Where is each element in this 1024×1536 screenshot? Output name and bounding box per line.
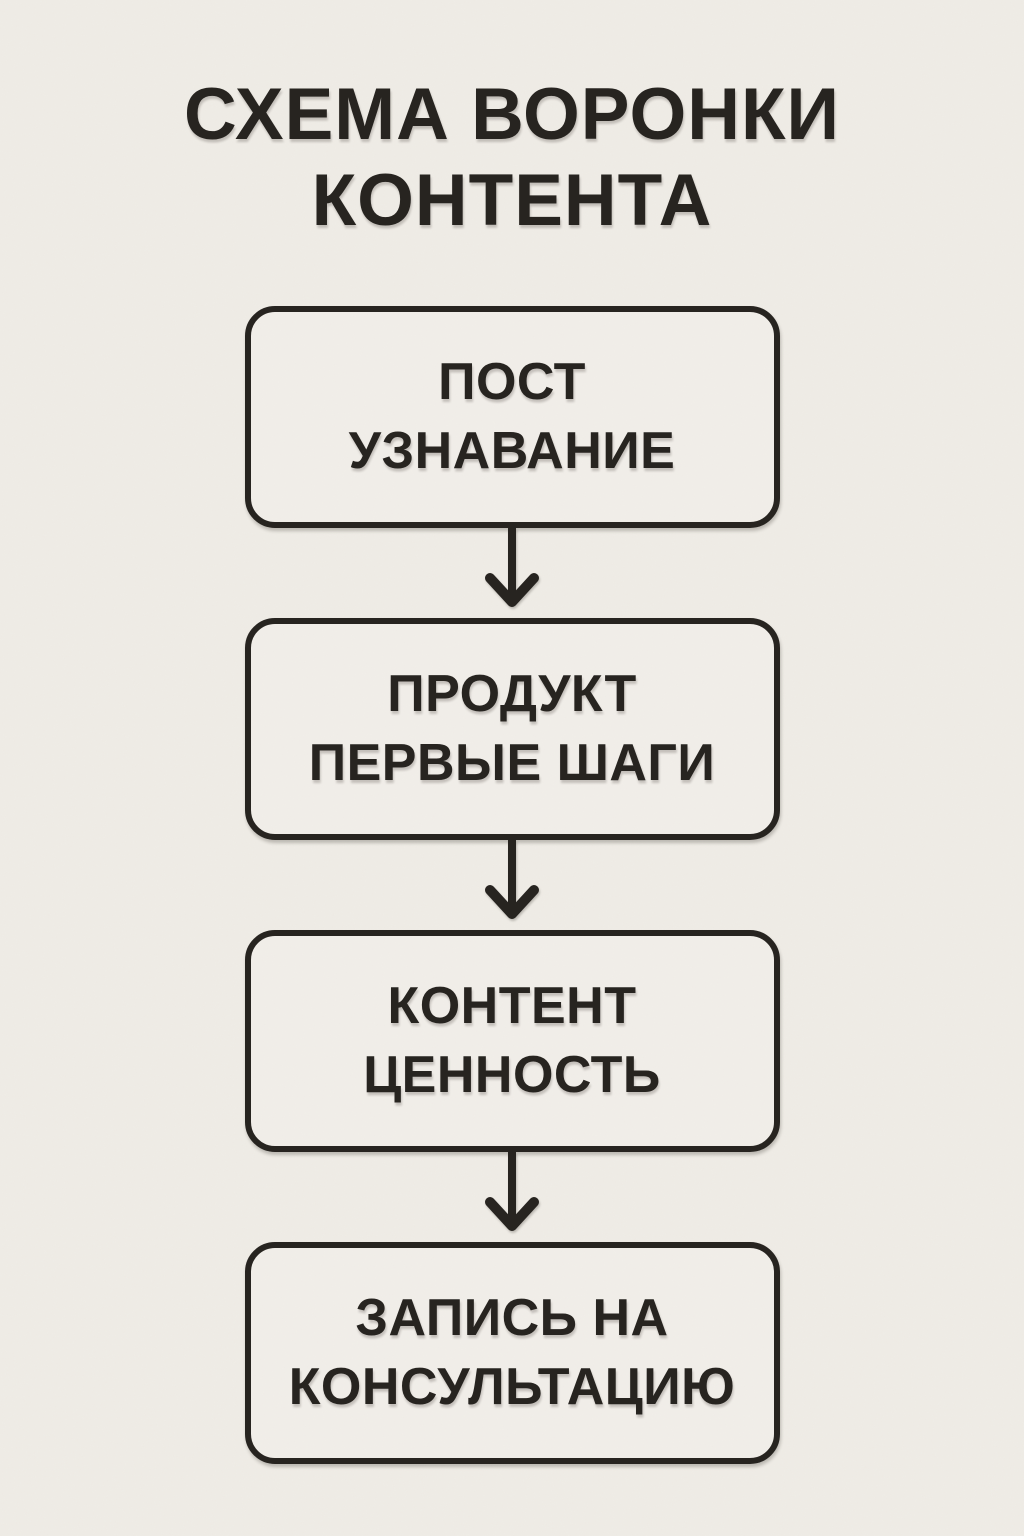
- node-label: ЦЕННОСТЬ: [363, 1046, 661, 1105]
- funnel-flowchart: ПОСТ УЗНАВАНИЕ ПРОДУКТ ПЕРВЫЕ ШАГИ: [244, 306, 780, 1465]
- flow-node-produkt-pervye-shagi: ПРОДУКТ ПЕРВЫЕ ШАГИ: [244, 618, 780, 841]
- node-label: КОНСУЛЬТАЦИЮ: [288, 1358, 736, 1417]
- arrow-down-icon: [482, 528, 542, 618]
- flow-node-post-uznavanie: ПОСТ УЗНАВАНИЕ: [244, 306, 780, 529]
- node-label: КОНТЕНТ: [387, 977, 637, 1036]
- arrow-down-icon: [482, 1152, 542, 1242]
- page-title-line2: КОНТЕНТА: [311, 160, 713, 242]
- node-label: ПРОДУКТ: [387, 665, 637, 724]
- node-label: ЗАПИСЬ НА: [355, 1289, 669, 1348]
- flow-node-zapis-na-konsultaciyu: ЗАПИСЬ НА КОНСУЛЬТАЦИЮ: [244, 1242, 780, 1465]
- node-label: ПОСТ: [438, 353, 586, 412]
- flow-node-kontent-cennost: КОНТЕНТ ЦЕННОСТЬ: [244, 930, 780, 1153]
- node-label: УЗНАВАНИЕ: [348, 422, 676, 481]
- page-title-line1: СХЕМА ВОРОНКИ: [183, 74, 841, 155]
- arrow-down-icon: [482, 840, 542, 930]
- page-title: СХЕМА ВОРОНКИ КОНТЕНТА: [184, 72, 840, 244]
- node-label: ПЕРВЫЕ ШАГИ: [308, 734, 716, 793]
